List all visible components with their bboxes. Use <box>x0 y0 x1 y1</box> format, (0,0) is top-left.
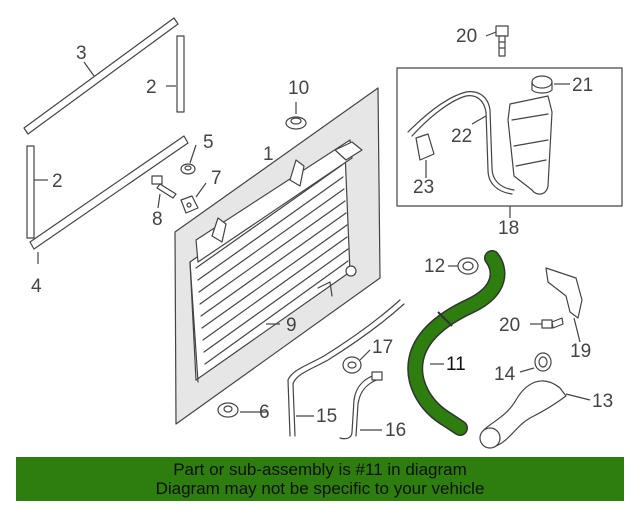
callout-16: 16 <box>385 420 406 441</box>
callout-14: 14 <box>494 364 516 385</box>
footer-line-1: Part or sub-assembly is #11 in diagram <box>173 460 467 479</box>
callout-11: 11 <box>446 354 466 375</box>
callout-17: 17 <box>372 337 393 358</box>
callout-2-upper: 2 <box>146 77 157 98</box>
part-2-seal-right <box>176 35 185 113</box>
part-8-bolt <box>151 175 177 199</box>
footer-banner: Part or sub-assembly is #11 in diagram D… <box>16 457 624 501</box>
part-4-seal-strip <box>29 135 189 250</box>
part-14-clamp <box>534 352 552 372</box>
part-6-grommet <box>217 402 239 418</box>
callout-18: 18 <box>498 218 519 239</box>
callout-2-left: 2 <box>52 171 63 192</box>
part-20-bolt-lower <box>541 317 564 329</box>
callout-1: 1 <box>263 144 274 165</box>
callout-20-top: 20 <box>456 26 477 47</box>
part-18-reservoir-assembly <box>396 67 623 207</box>
callout-4: 4 <box>31 276 42 297</box>
callout-12: 12 <box>424 256 445 277</box>
callout-15: 15 <box>316 406 337 427</box>
part-11-hose-body <box>408 251 504 435</box>
callout-3: 3 <box>76 43 87 64</box>
callout-23: 23 <box>413 177 434 198</box>
callout-9: 9 <box>286 315 297 336</box>
callout-22: 22 <box>451 126 472 147</box>
callout-7: 7 <box>211 168 222 189</box>
part-7-bracket <box>180 195 199 214</box>
part-2-seal-left <box>26 145 35 239</box>
part-11-hose-highlighted <box>407 250 506 436</box>
callout-10: 10 <box>288 78 309 99</box>
part-17-clamp <box>342 356 362 374</box>
part-13-hose <box>479 380 567 449</box>
part-15-pipe <box>287 299 405 437</box>
callout-19: 19 <box>570 341 591 362</box>
part-5-bushing <box>180 163 196 175</box>
part-10-cap <box>285 116 307 130</box>
callout-13: 13 <box>592 391 613 412</box>
part-3-seal-strip <box>23 17 179 135</box>
callout-20-lower: 20 <box>499 315 520 336</box>
callout-6: 6 <box>259 402 270 423</box>
part-16-pipe <box>339 371 383 440</box>
footer-line-2: Diagram may not be specific to your vehi… <box>155 479 485 498</box>
part-12-clamp <box>457 257 479 275</box>
part-19-bracket <box>545 267 583 319</box>
callout-8: 8 <box>152 209 163 230</box>
callout-21: 21 <box>572 75 593 96</box>
part-1-radiator <box>174 87 381 425</box>
callout-5: 5 <box>203 132 214 153</box>
part-20-bolt-top <box>495 25 509 57</box>
